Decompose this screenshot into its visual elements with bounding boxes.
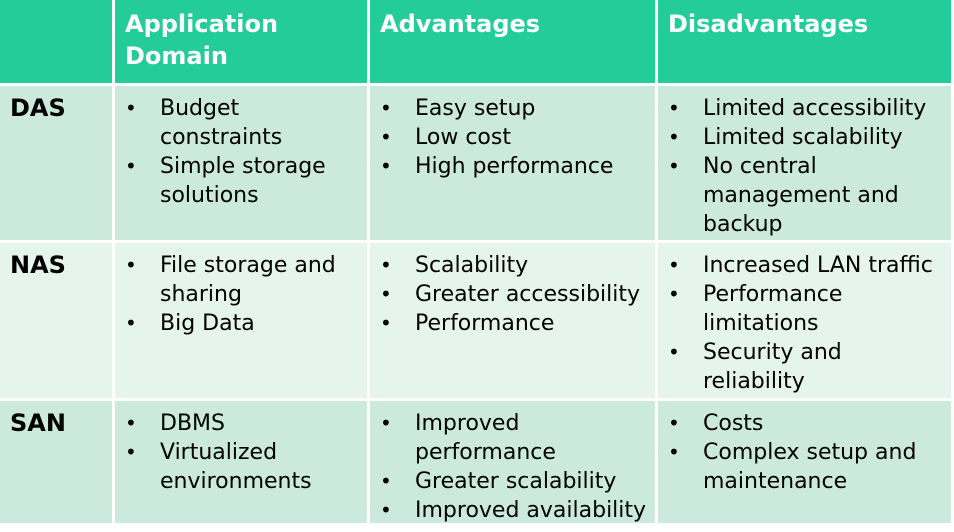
header-advantages: Advantages [370, 0, 655, 83]
list-item: Greater scalability [370, 467, 649, 496]
list-item: Performance [370, 309, 649, 338]
list-item: Security and reliability [658, 338, 945, 396]
list-item: Low cost [370, 123, 649, 152]
list-item: Greater accessibility [370, 280, 649, 309]
nas-disadvantages-cell: Increased LAN traffic Performance limita… [658, 243, 951, 398]
row-label-das: DAS [0, 86, 112, 240]
list-item: Easy setup [370, 94, 649, 123]
list-item: Scalability [370, 251, 649, 280]
list-item: High performance [370, 152, 649, 181]
list-item: Improved performance [370, 409, 649, 467]
das-advantages-cell: Easy setup Low cost High performance [370, 86, 655, 240]
list-item: Limited scalability [658, 123, 945, 152]
list-item: Budget constraints [115, 94, 361, 152]
san-disadvantages-cell: Costs Complex setup and maintenance [658, 401, 951, 523]
list-item: Simple storage solutions [115, 152, 361, 210]
san-application-domain-cell: DBMS Virtualized environments [115, 401, 367, 523]
list-item: No central management and backup [658, 152, 945, 239]
san-advantages-cell: Improved performance Greater scalability… [370, 401, 655, 523]
list-item: DBMS [115, 409, 361, 438]
list-item: Limited accessibility [658, 94, 945, 123]
row-label-nas: NAS [0, 243, 112, 398]
header-disadvantages: Disadvantages [658, 0, 951, 83]
list-item: File storage and sharing [115, 251, 361, 309]
header-application-domain: Application Domain [115, 0, 367, 83]
header-corner-cell [0, 0, 112, 83]
nas-application-domain-cell: File storage and sharing Big Data [115, 243, 367, 398]
nas-advantages-cell: Scalability Greater accessibility Perfor… [370, 243, 655, 398]
list-item: Costs [658, 409, 945, 438]
list-item: Complex setup and maintenance [658, 438, 945, 496]
list-item: Improved availability [370, 496, 649, 523]
das-disadvantages-cell: Limited accessibility Limited scalabilit… [658, 86, 951, 240]
row-label-san: SAN [0, 401, 112, 523]
list-item: Virtualized environments [115, 438, 361, 496]
das-application-domain-cell: Budget constraints Simple storage soluti… [115, 86, 367, 240]
list-item: Increased LAN traffic [658, 251, 945, 280]
list-item: Performance limitations [658, 280, 945, 338]
list-item: Big Data [115, 309, 361, 338]
